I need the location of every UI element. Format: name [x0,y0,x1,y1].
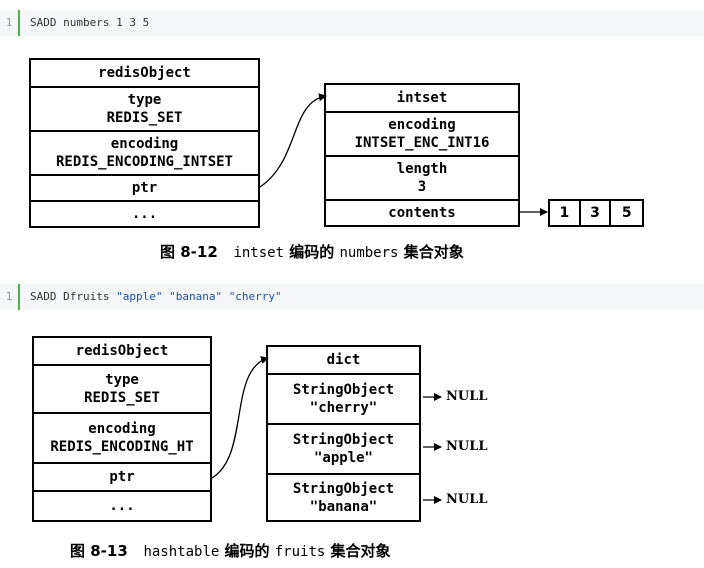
figure-caption-1: 图 8-12 intset 编码的 numbers 集合对象 [160,243,464,261]
dict-entry: StringObject"cherry" [268,375,419,425]
line-number: 1 [0,284,20,310]
null-label: NULL [446,439,488,454]
contents-array: 1 3 5 [548,199,644,227]
ptr-arrow-2 [211,356,269,479]
figure-caption-2: 图 8-13 hashtable 编码的 fruits 集合对象 [70,542,391,560]
code-line-2: 1 SADD Dfruits "apple" "banana" "cherry" [0,284,704,310]
code-text: SADD numbers 1 3 5 [30,16,150,29]
code-line-1: 1 SADD numbers 1 3 5 [0,10,704,36]
dict-title: dict [268,347,419,375]
robj-ptr: ptr [31,176,258,202]
robj-title: redisObject [34,338,210,366]
dict-box: dict StringObject"cherry" StringObject"a… [266,345,421,522]
intset-contents: contents [388,205,456,221]
dict-entry: StringObject"banana" [292,480,395,515]
intset-title: intset [326,85,518,113]
code-text: SADD Dfruits "apple" "banana" "cherry" [30,290,282,303]
robj-more: ... [109,498,135,514]
array-cell: 3 [581,201,612,225]
null-label: NULL [446,389,488,404]
ptr-arrow-1 [259,93,327,188]
robj-more: ... [131,206,158,222]
robj-ptr: ptr [34,464,210,492]
null-label: NULL [446,492,488,507]
robj-title: redisObject [31,60,258,88]
array-cell: 5 [621,205,632,221]
line-number: 1 [0,10,20,36]
array-cell: 1 [550,201,581,225]
dict-entry: StringObject"apple" [268,425,419,475]
